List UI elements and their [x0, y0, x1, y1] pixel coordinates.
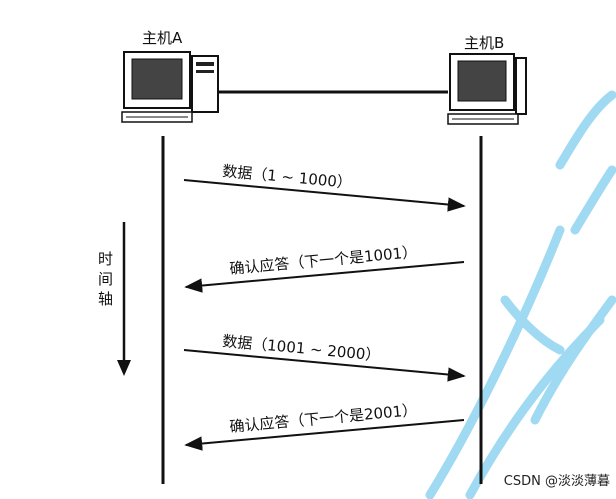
message-label-1: 数据（1 ~ 1000）: [222, 162, 353, 192]
background-watermark-strokes: [425, 90, 616, 499]
message-arrow-3: [183, 349, 466, 382]
message-arrow-4: [184, 419, 465, 451]
message-label-2: 确认应答（下一个是1001）: [229, 243, 418, 278]
time-axis-arrowhead: [117, 360, 131, 376]
host-a-computer-icon: [121, 51, 219, 123]
message-label-4: 确认应答（下一个是2001）: [229, 401, 418, 436]
host-b-label: 主机B: [464, 34, 504, 52]
message-arrow-1: [183, 179, 466, 212]
message-arrow-2: [184, 261, 465, 293]
time-axis-char-1: 时: [98, 250, 113, 268]
time-axis-char-3: 轴: [98, 290, 113, 308]
watermark-text: CSDN @淡淡薄暮: [503, 474, 610, 489]
message-label-3: 数据（1001 ~ 2000）: [222, 332, 381, 365]
host-a-label: 主机A: [142, 29, 183, 47]
time-axis-char-2: 间: [98, 270, 113, 288]
host-b-computer-icon: [447, 53, 527, 125]
